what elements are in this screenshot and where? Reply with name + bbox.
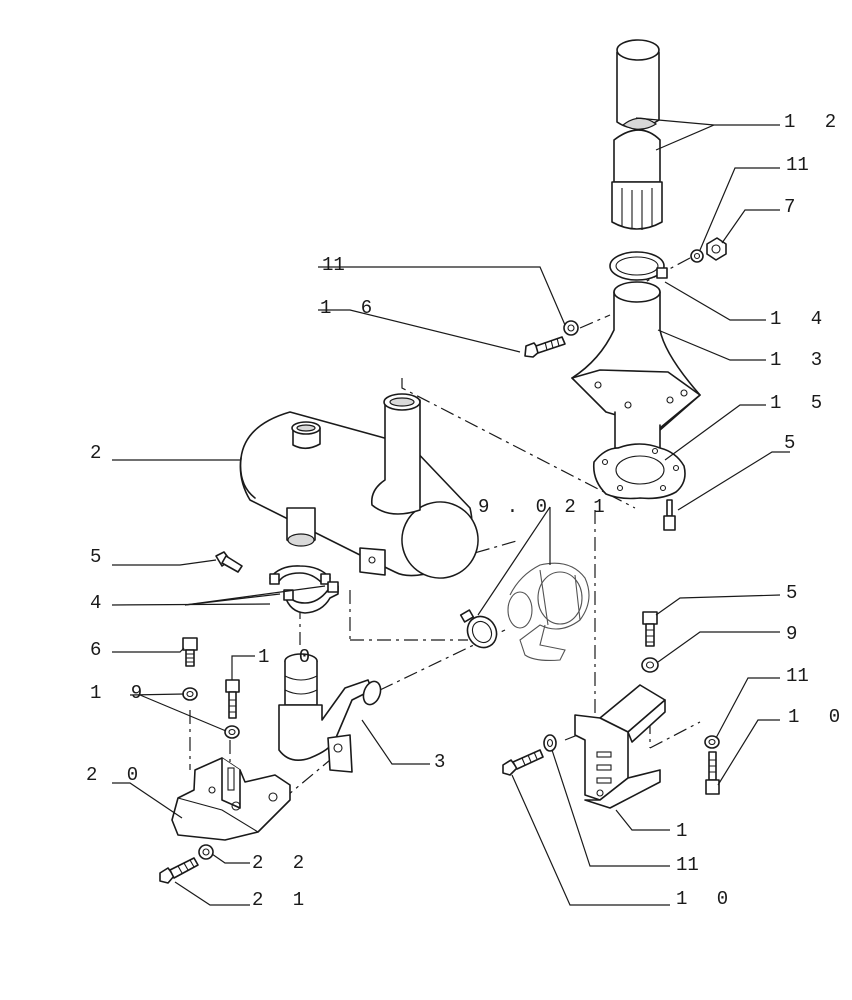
silencer-muffler <box>239 393 479 579</box>
callout-labels: 1 2 11 7 11 1 6 1 4 1 3 1 5 5 2 9 . 0 2 … <box>86 111 849 911</box>
tail-pipe-sleeve <box>611 39 663 230</box>
label-15: 1 5 <box>770 392 831 414</box>
washer-11-right <box>704 735 720 749</box>
label-2: 2 <box>90 442 110 464</box>
washer-9 <box>641 657 659 673</box>
elbow-pipe <box>278 653 382 773</box>
label-5-bracket: 5 <box>786 582 806 604</box>
label-10-bottom: 1 0 <box>676 888 737 910</box>
bolt-10-mid <box>225 679 240 719</box>
hose-clamp <box>459 609 498 649</box>
label-5-left: 5 <box>90 546 110 568</box>
washer-11-left <box>563 320 579 336</box>
label-5-right: 5 <box>784 432 804 454</box>
label-10-mid: 1 0 <box>258 646 319 668</box>
bolt-5-clamp <box>215 551 243 573</box>
nut-7 <box>706 237 727 261</box>
bracket-1 <box>574 684 666 809</box>
label-1: 1 <box>676 820 696 842</box>
label-11-right: 11 <box>786 665 809 687</box>
label-20: 2 0 <box>86 764 147 786</box>
label-9: 9 <box>786 623 806 645</box>
bolt-5-flange <box>663 499 676 531</box>
label-7: 7 <box>784 196 804 218</box>
label-9021: 9 . 0 2 1 <box>478 496 608 518</box>
bolt-10-right <box>705 751 720 795</box>
label-19: 1 9 <box>90 682 151 704</box>
label-16: 1 6 <box>320 297 381 319</box>
label-10-right: 1 0 <box>788 706 849 728</box>
turbocharger <box>507 562 590 661</box>
label-11-left: 11 <box>322 254 345 276</box>
label-3: 3 <box>434 751 454 773</box>
washer-11-bracket <box>543 734 557 752</box>
outlet-pipe-flange <box>571 281 701 449</box>
bolt-16 <box>524 336 566 358</box>
leader-lines <box>111 117 790 906</box>
label-11-top: 11 <box>786 154 809 176</box>
washer-10-mid <box>224 725 240 739</box>
flange-gasket <box>592 443 686 500</box>
bolt-6 <box>182 637 198 667</box>
label-12: 1 2 <box>784 111 845 133</box>
label-6: 6 <box>90 639 110 661</box>
bracket-20 <box>171 757 291 841</box>
label-14: 1 4 <box>770 308 831 330</box>
label-4: 4 <box>90 592 110 614</box>
exhaust-clamp-ring <box>609 251 668 281</box>
washer-11-top <box>690 249 704 263</box>
washer-19 <box>182 687 198 701</box>
washer-22 <box>198 844 214 860</box>
pipe-clamp-halves <box>269 565 339 614</box>
bolt-21 <box>159 857 199 884</box>
label-13: 1 3 <box>770 349 831 371</box>
bolt-10-bracket <box>502 749 544 776</box>
label-22: 2 2 <box>252 852 313 874</box>
label-11-bottom: 11 <box>676 854 699 876</box>
bolt-5-bracket <box>642 611 658 647</box>
label-21: 2 1 <box>252 889 313 911</box>
